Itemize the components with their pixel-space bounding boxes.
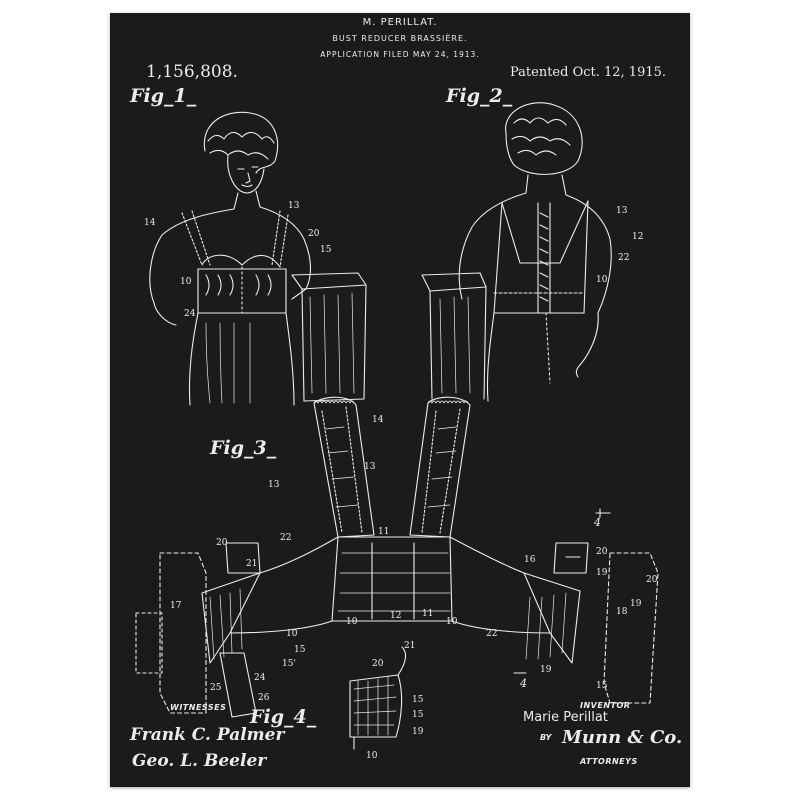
fig3-ref-4-top: 4: [594, 516, 601, 529]
fig2-label: Fig_2_: [446, 85, 513, 107]
fig3-ref-20-right: 20: [596, 547, 608, 557]
fig3-ref-20-far-right: 20: [646, 575, 658, 585]
fig3-ref-11-right: 11: [422, 609, 434, 619]
witness-signature-2: Geo. L. Beeler: [132, 751, 267, 771]
fig3-ref-11-center: 11: [378, 527, 390, 537]
fig4-ref-10: 10: [366, 751, 378, 761]
inventor-name-header: M. PERILLAT.: [362, 17, 438, 28]
fig4-ref-20: 20: [372, 659, 384, 669]
fig1-ref-10: 10: [180, 277, 192, 287]
attorney-signature: Munn & Co.: [562, 727, 683, 748]
fig2-ref-22: 22: [618, 253, 630, 263]
fig3-ref-14: 14: [372, 415, 384, 425]
witness-signature-1: Frank C. Palmer: [130, 725, 285, 745]
fig4-ref-15-a: 15: [412, 695, 424, 705]
fig3-ref-10-left: 10: [286, 629, 298, 639]
fig4-ref-19: 19: [412, 727, 424, 737]
patent-drawings: [135, 102, 659, 750]
fig3-ref-19-right-a: 19: [596, 568, 608, 578]
fig3-ref-22-left: 22: [280, 533, 292, 543]
fig4-label: Fig_4_: [250, 706, 317, 728]
fig3-label: Fig_3_: [210, 437, 277, 459]
fig2-ref-13: 13: [616, 206, 628, 216]
fig1-ref-14: 14: [144, 218, 156, 228]
witnesses-label: WITNESSES: [170, 703, 227, 712]
fig1-ref-20: 20: [308, 229, 320, 239]
by-label: BY: [540, 733, 552, 742]
application-filed-line: APPLICATION FILED MAY 24, 1913.: [320, 50, 480, 59]
patent-number: 1,156,808.: [146, 62, 238, 82]
inventor-label: INVENTOR: [580, 701, 631, 710]
fig4-detail-drawing: [349, 646, 407, 750]
fig3-ref-19-bottom: 19: [540, 665, 552, 675]
fig3-ref-22-right: 22: [486, 629, 498, 639]
fig3-ref-15-right: 15: [596, 681, 608, 691]
fig4-ref-21: 21: [404, 641, 416, 651]
patented-date: Patented Oct. 12, 1915.: [510, 65, 667, 80]
fig3-ref-25: 25: [210, 683, 222, 693]
patent-title: BUST REDUCER BRASSIÈRE.: [332, 34, 468, 43]
fig3-ref-15-prime: 15': [282, 659, 296, 669]
fig3-ref-20-left: 20: [216, 538, 228, 548]
fig1-front-view-drawing: [149, 111, 367, 406]
fig3-ref-13-left: 13: [268, 480, 280, 490]
patent-sheet: M. PERILLAT. BUST REDUCER BRASSIÈRE. APP…: [110, 13, 690, 787]
fig3-flat-garment-drawing: [135, 396, 659, 718]
fig2-ref-12: 12: [632, 232, 644, 242]
fig3-ref-10-center: 10: [346, 617, 358, 627]
fig3-ref-12: 12: [390, 611, 402, 621]
fig3-ref-10-right: 10: [446, 617, 458, 627]
fig1-label: Fig_1_: [130, 85, 197, 107]
fig3-ref-24: 24: [254, 673, 266, 683]
fig1-ref-24: 24: [184, 309, 196, 319]
fig3-ref-21-left: 21: [246, 559, 258, 569]
fig3-ref-15-left: 15: [294, 645, 306, 655]
fig3-ref-26: 26: [258, 693, 270, 703]
fig1-ref-15: 15: [320, 245, 332, 255]
fig3-ref-18: 18: [616, 607, 628, 617]
fig3-ref-16: 16: [524, 555, 536, 565]
fig3-ref-13-center: 13: [364, 462, 376, 472]
attorneys-label: ATTORNEYS: [580, 757, 638, 766]
inventor-signature: Marie Perillat: [523, 710, 608, 725]
fig3-ref-4-bottom: 4: [520, 677, 527, 690]
fig1-ref-13: 13: [288, 201, 300, 211]
fig2-back-view-drawing: [421, 102, 612, 402]
fig3-ref-17: 17: [170, 601, 182, 611]
fig4-ref-15-b: 15: [412, 710, 424, 720]
fig3-ref-19-right-b: 19: [630, 599, 642, 609]
fig2-ref-10: 10: [596, 275, 608, 285]
